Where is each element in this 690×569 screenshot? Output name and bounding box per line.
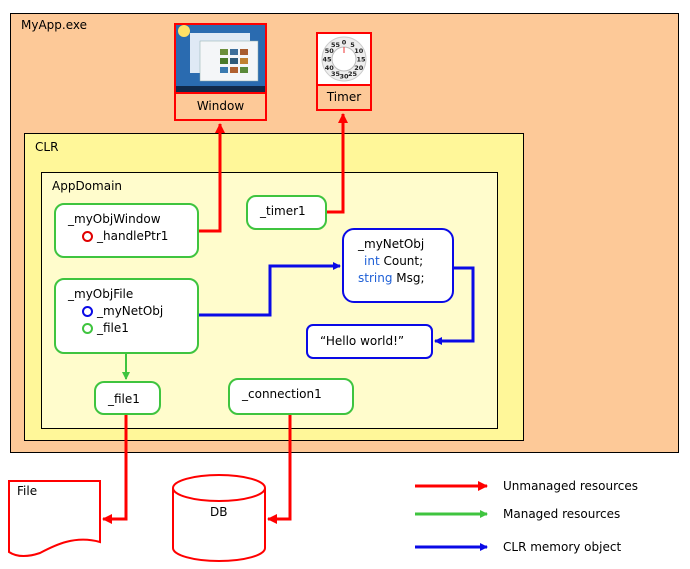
connection1-object[interactable]: _connection1 (228, 378, 354, 415)
clr-label: CLR (35, 140, 59, 154)
timer-dial-number: 5 (350, 41, 355, 49)
my-obj-file-name: _myObjFile (68, 287, 134, 301)
legend-unmanaged-label: Unmanaged resources (503, 479, 638, 493)
timer-dial-number: 35 (331, 70, 341, 78)
unmanaged-ref-icon (82, 231, 93, 242)
handle-ptr-label: _handlePtr1 (97, 229, 169, 243)
my-net-obj-name: _myNetObj (358, 237, 425, 251)
count-name: Count; (383, 254, 424, 268)
handle-ptr-field: _handlePtr1 (68, 228, 197, 245)
timer-dial-number: 55 (331, 41, 341, 49)
file1-field-label: _file1 (97, 321, 129, 335)
timer-dial-number: 25 (348, 70, 358, 78)
msg-name: Msg; (396, 271, 425, 285)
file-label: File (17, 484, 38, 498)
my-obj-window-name: _myObjWindow (68, 212, 161, 226)
timer-dial-number: 50 (325, 47, 335, 55)
hello-world-string-object[interactable]: “Hello world!” (306, 324, 433, 359)
window-resource-label: Window (174, 92, 267, 121)
timer-dial-number: 20 (354, 64, 364, 72)
clr-memory-ref-icon (82, 306, 93, 317)
legend-clr-label: CLR memory object (503, 540, 622, 554)
db-label: DB (210, 505, 228, 519)
process-label: MyApp.exe (21, 18, 87, 32)
my-net-obj-object[interactable]: _myNetObj int Count; string Msg; (342, 228, 454, 303)
count-type: int (364, 254, 380, 268)
managed-ref-icon (82, 323, 93, 334)
timer-dial-number: 45 (322, 56, 332, 64)
timer-resource-label: Timer (316, 84, 372, 111)
msg-type: string (358, 271, 393, 285)
file1-object[interactable]: _file1 (94, 381, 161, 415)
my-net-obj-field-label: _myNetObj (97, 304, 164, 318)
timer-dial-number: 15 (356, 56, 366, 64)
timer1-object[interactable]: _timer1 (246, 195, 327, 230)
my-obj-file-object[interactable]: _myObjFile _myNetObj _file1 (54, 278, 199, 354)
timer1-name: _timer1 (260, 204, 306, 218)
timer-dial-number: 40 (325, 64, 335, 72)
appdomain-label: AppDomain (52, 179, 123, 193)
my-obj-window-object[interactable]: _myObjWindow _handlePtr1 (54, 203, 199, 258)
timer-dial-number: 30 (339, 73, 349, 81)
connection1-name: _connection1 (242, 387, 322, 401)
legend-managed-label: Managed resources (503, 507, 621, 521)
file1-name: _file1 (108, 392, 140, 406)
timer-dial-number: 0 (342, 39, 347, 47)
my-net-obj-field: _myNetObj (68, 303, 197, 320)
count-member: int Count; (358, 253, 452, 270)
file1-field: _file1 (68, 320, 197, 337)
timer-dial-number: 10 (354, 47, 364, 55)
hello-world-text: “Hello world!” (320, 334, 405, 348)
window-screenshot-icon (174, 23, 267, 94)
msg-member: string Msg; (358, 270, 452, 287)
